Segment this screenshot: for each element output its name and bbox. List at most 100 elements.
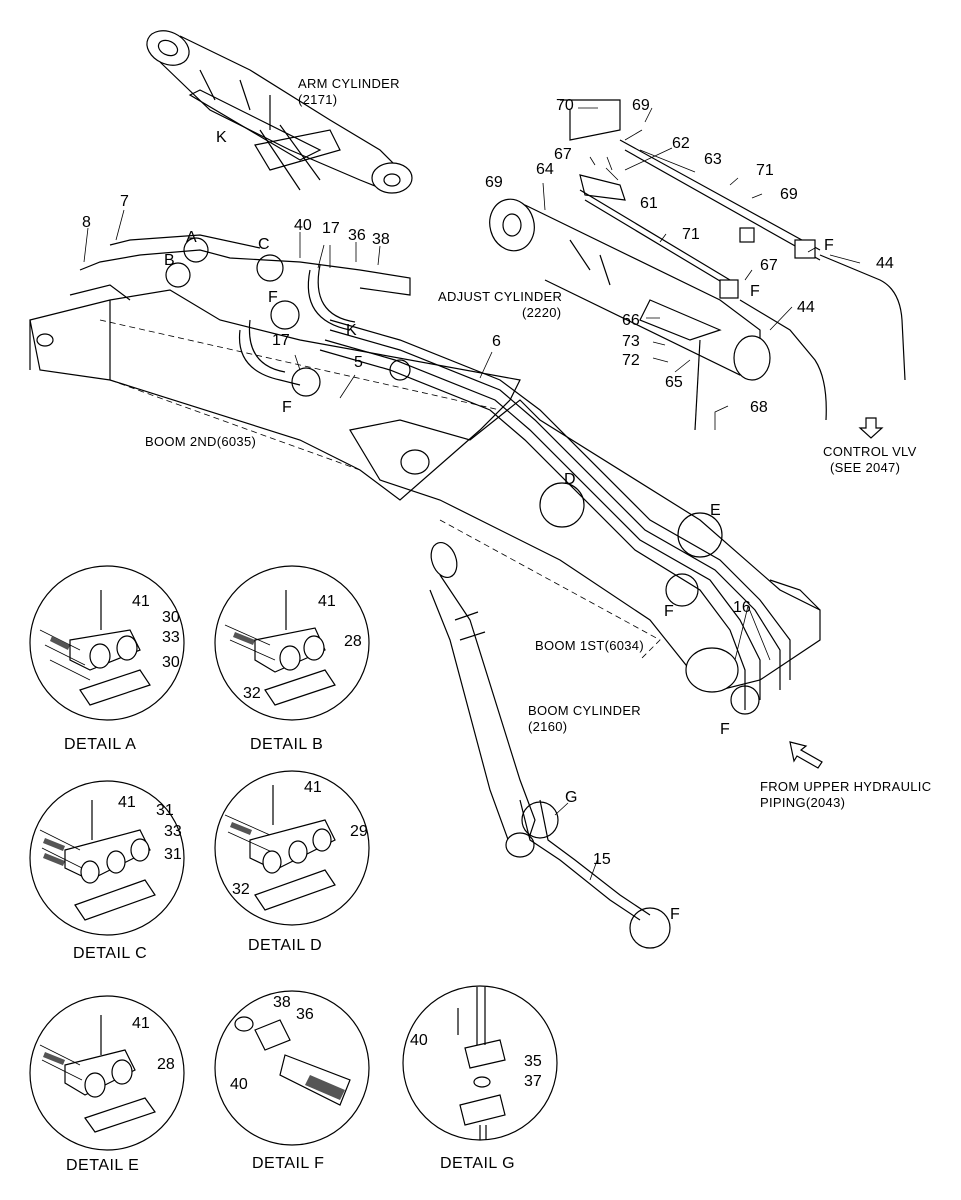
callout-label: K (346, 322, 357, 339)
callout-label: C (258, 236, 270, 253)
adjust-cylinder-caption: ADJUST CYLINDER (438, 289, 563, 304)
detail-e-circle (29, 995, 185, 1151)
part-label: 62 (672, 135, 690, 152)
callout-label: F (824, 237, 834, 254)
part-label: 41 (118, 794, 136, 811)
arm-cylinder-ref: (2171) (298, 92, 338, 107)
part-label: 71 (682, 226, 700, 243)
part-label: 28 (157, 1056, 175, 1073)
detail-b-circle (214, 565, 370, 721)
part-label: 32 (232, 881, 250, 898)
part-label: 38 (273, 994, 291, 1011)
boom-pipes (79, 234, 791, 949)
detail-e-title: DETAIL E (66, 1157, 140, 1174)
part-label: 64 (536, 161, 554, 178)
detail-a-title: DETAIL A (64, 736, 137, 753)
boom-cylinder-ref: (2160) (528, 719, 568, 734)
callout-label: K (216, 129, 227, 146)
part-label: 33 (162, 629, 180, 646)
part-label: 33 (164, 823, 182, 840)
detail-f-title: DETAIL F (252, 1155, 325, 1172)
from-upper-caption-1: FROM UPPER HYDRAULIC (760, 779, 932, 794)
detail-f-circle (214, 990, 370, 1146)
boom-cylinder (429, 541, 651, 921)
part-label: 31 (164, 846, 182, 863)
detail-c-circle (29, 780, 185, 936)
part-label: 70 (556, 97, 574, 114)
part-label: 69 (632, 97, 650, 114)
part-label: 29 (350, 823, 368, 840)
part-label: 40 (230, 1076, 248, 1093)
adjust-cylinder (489, 99, 906, 431)
hollow-arrow-down-icon (858, 417, 884, 439)
arm-cylinder-caption: ARM CYLINDER (298, 76, 400, 91)
part-label: 69 (780, 186, 798, 203)
part-label: 61 (640, 195, 658, 212)
part-label: 28 (344, 633, 362, 650)
callout-label: G (565, 789, 578, 806)
part-label: 30 (162, 654, 180, 671)
adjust-cylinder-ref: (2220) (522, 305, 562, 320)
part-label: 71 (756, 162, 774, 179)
part-label: 41 (132, 1015, 150, 1032)
detail-b-title: DETAIL B (250, 736, 324, 753)
boom-2nd-caption: BOOM 2ND(6035) (145, 434, 257, 449)
callout-label: E (710, 502, 721, 519)
part-label: 44 (876, 255, 894, 272)
detail-g-circle (402, 985, 558, 1141)
from-upper-caption-2: PIPING(2043) (760, 795, 846, 810)
part-label: 32 (243, 685, 261, 702)
part-label: 72 (622, 352, 640, 369)
part-label: 17 (322, 220, 340, 237)
part-label: 16 (733, 599, 751, 616)
part-label: 67 (760, 257, 778, 274)
part-label: 17 (272, 332, 290, 349)
part-label: 30 (162, 609, 180, 626)
callout-label: F (664, 603, 674, 620)
part-label: 65 (665, 374, 683, 391)
part-label: 73 (622, 333, 640, 350)
callout-label: D (564, 471, 576, 488)
boom-cylinder-caption: BOOM CYLINDER (528, 703, 641, 718)
part-label: 67 (554, 146, 572, 163)
part-label: 7 (120, 193, 129, 210)
detail-d-circle (214, 770, 370, 926)
part-label: 35 (524, 1053, 542, 1070)
part-label: 40 (294, 217, 312, 234)
detail-a-circle (29, 565, 185, 721)
boom-1st-caption: BOOM 1ST(6034) (535, 638, 644, 653)
part-label: 36 (348, 227, 366, 244)
part-label: 68 (750, 399, 768, 416)
part-label: 36 (296, 1006, 314, 1023)
part-label: 37 (524, 1073, 542, 1090)
part-label: 38 (372, 231, 390, 248)
part-label: 41 (132, 593, 150, 610)
boom-1st (349, 359, 821, 693)
part-label: 44 (797, 299, 815, 316)
part-label: 15 (593, 851, 611, 868)
detail-g-title: DETAIL G (440, 1155, 516, 1172)
callout-label: F (282, 399, 292, 416)
callout-label: F (670, 906, 680, 923)
part-label: 5 (354, 354, 363, 371)
hollow-arrow-upleft-icon (789, 741, 823, 769)
part-label: 41 (318, 593, 336, 610)
callout-label: A (186, 229, 197, 246)
arm-cylinder (146, 30, 413, 194)
callout-label: F (750, 283, 760, 300)
part-label: 6 (492, 333, 501, 350)
part-label: 8 (82, 214, 91, 231)
control-vlv-ref: (SEE 2047) (830, 460, 901, 475)
leader-lines (83, 107, 861, 881)
part-label: 41 (304, 779, 322, 796)
callout-label: F (720, 721, 730, 738)
part-label: 66 (622, 312, 640, 329)
detail-d-title: DETAIL D (248, 937, 323, 954)
part-label: 31 (156, 802, 174, 819)
part-label: 63 (704, 151, 722, 168)
detail-c-title: DETAIL C (73, 945, 148, 962)
part-label: 69 (485, 174, 503, 191)
callout-label: F (268, 289, 278, 306)
control-vlv-caption: CONTROL VLV (823, 444, 917, 459)
